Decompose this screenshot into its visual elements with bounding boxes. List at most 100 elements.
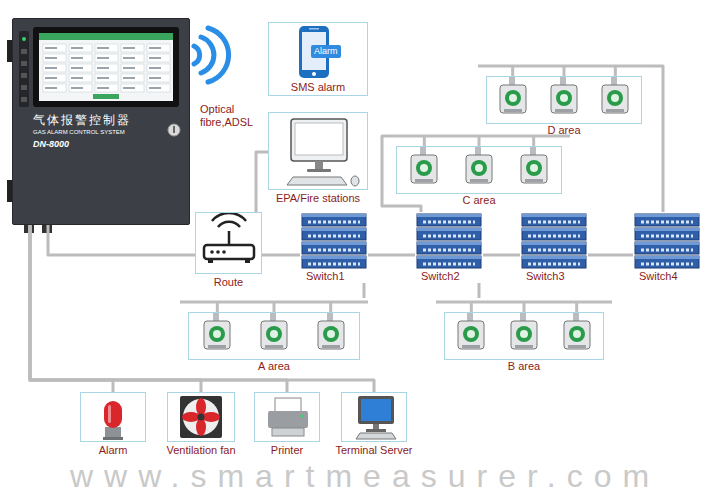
node-label: Ventilation fan [165, 444, 238, 457]
gas-detector-icon-holder [503, 313, 545, 353]
fan-icon [168, 393, 234, 441]
node-box: Alarm [78, 392, 148, 457]
key-lock [167, 123, 181, 137]
gas-detector-icon [503, 313, 545, 353]
gas-detector-icon-holder [196, 313, 238, 353]
gas-detector-icon [450, 313, 492, 353]
node-label: Route [195, 276, 262, 289]
link-note: Optical fibre,ADSL [200, 103, 262, 129]
gas-detector-icon [556, 313, 598, 353]
gas-detector-icon-holder [556, 313, 598, 353]
sensor-cell [189, 313, 246, 359]
node-box: Terminal Server [334, 392, 415, 457]
sensor-cell [498, 313, 551, 359]
computer-icon [269, 113, 367, 189]
gas-detector-icon [458, 147, 500, 187]
display-screen [33, 27, 179, 107]
node-label: Switch4 [633, 270, 701, 283]
sensor-cell [506, 147, 561, 193]
node-label: Switch2 [415, 270, 483, 283]
gas-detector-icon [253, 313, 295, 353]
sensor-cell [590, 77, 641, 123]
device-text-column: 气体报警控制器GAS ALARM CONTROL SYSTEM DN-8000 [33, 113, 163, 150]
area-label: B area [436, 360, 612, 373]
pipe-connector [262, 254, 300, 257]
router-icon-holder [196, 213, 261, 273]
node-box: Switch3 [520, 212, 588, 283]
pipe-connector [588, 254, 633, 257]
pipe-connector [483, 254, 520, 257]
gas-detector-icon-holder [310, 313, 352, 353]
device-subtitle: GAS ALARM CONTROL SYSTEM [33, 128, 163, 136]
pipe-connector [48, 225, 195, 255]
node-box: AlarmSMS alarm [268, 22, 368, 96]
control-buttons [19, 31, 29, 107]
pipe-connector [256, 152, 268, 212]
gas-detector-icon [310, 313, 352, 353]
control-buttons-holder [19, 31, 29, 107]
gas-detector-icon-holder [450, 313, 492, 353]
icon-frame [167, 392, 235, 442]
node-label: Switch3 [520, 270, 588, 283]
gas-detector-icon [492, 77, 534, 117]
network-switch-icon [415, 212, 483, 270]
gas-detector-icon-holder [543, 77, 585, 117]
sensor-cell [302, 313, 359, 359]
gas-detector-icon-holder [458, 147, 500, 187]
area-label: A area [180, 360, 368, 373]
network-switch-icon-holder [415, 212, 483, 270]
pipe-connector [478, 283, 481, 298]
node-label: Printer [252, 444, 322, 457]
model-number: DN-8000 [33, 138, 163, 150]
router-icon [196, 213, 261, 273]
node-box: D area [478, 62, 650, 137]
node-label: Alarm [78, 444, 148, 457]
sensor-cell [550, 313, 603, 359]
sensor-bus-pipe-holder [436, 298, 612, 312]
icon-frame [195, 212, 262, 274]
gas-detector-icon [513, 147, 555, 187]
network-switch-icon [520, 212, 588, 270]
pipe-connector [30, 225, 201, 392]
sensor-bus-pipe-holder [388, 132, 570, 146]
terminal-icon-holder [342, 393, 406, 441]
icon-frame [254, 392, 320, 442]
sensor-area-box [396, 146, 562, 194]
node-box: Switch1 [300, 212, 368, 283]
sensor-bus-pipe [388, 132, 570, 146]
icon-frame [341, 392, 407, 442]
wireless-arc [194, 46, 200, 64]
node-box: B area [436, 298, 612, 373]
area-label: C area [388, 194, 570, 207]
network-switch-icon-holder [633, 212, 701, 270]
sensor-area-box [188, 312, 360, 360]
beacon-icon [81, 393, 145, 441]
gas-detector-icon [403, 147, 445, 187]
node-box: C area [388, 132, 570, 207]
pipe-connector [30, 225, 287, 392]
sensor-bus-pipe [478, 62, 650, 76]
node-label: Terminal Server [334, 444, 415, 457]
sensor-area-box [444, 312, 604, 360]
gas-detector-icon-holder [492, 77, 534, 117]
beacon-icon-holder [81, 393, 145, 441]
wireless-arc [201, 37, 214, 73]
pipe-connector [368, 254, 415, 257]
key-lock-holder [167, 123, 181, 137]
node-box: A area [180, 298, 368, 373]
node-box: EPA/Fire stations [268, 112, 368, 205]
network-switch-icon-holder [520, 212, 588, 270]
node-box: 气体报警控制器GAS ALARM CONTROL SYSTEM DN-8000 [12, 18, 190, 225]
pipe-connector [30, 225, 113, 392]
sensor-bus-pipe-holder [478, 62, 650, 76]
network-switch-icon [633, 212, 701, 270]
sensor-bus-pipe [436, 298, 612, 312]
sensor-area-box [486, 76, 642, 124]
device-title: 气体报警控制器 [33, 113, 163, 128]
gas-detector-icon [543, 77, 585, 117]
sensor-cell [538, 77, 589, 123]
sensor-cell [246, 313, 303, 359]
alarm-bubble: Alarm [311, 45, 341, 58]
network-switch-icon-holder [300, 212, 368, 270]
